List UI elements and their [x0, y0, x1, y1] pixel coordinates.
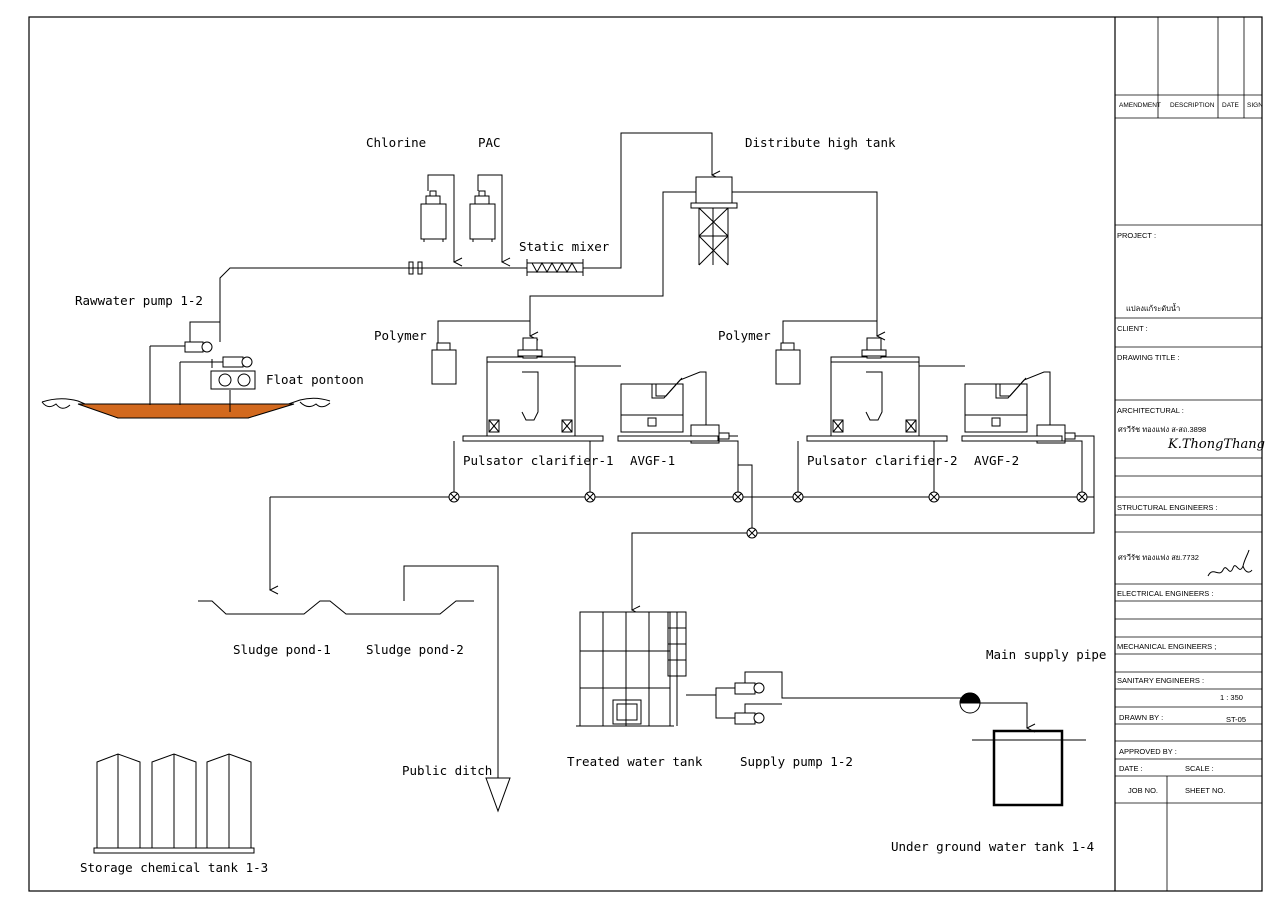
pulsator-clarifier-2-label: Pulsator clarifier-2 — [807, 453, 958, 468]
chlorine-label: Chlorine — [366, 135, 427, 150]
scale-label: SCALE : — [1185, 764, 1214, 773]
approved-by-label: APPROVED BY : — [1119, 747, 1177, 756]
drawing-title-label: DRAWING TITLE : — [1117, 353, 1180, 362]
avgf-2 — [961, 371, 1076, 444]
raw-water-pipe — [219, 261, 527, 342]
rawwater-pump-2 — [180, 356, 253, 368]
polymer-tank-2 — [775, 320, 877, 385]
job-no-label: JOB NO. — [1128, 786, 1159, 795]
sludge-ponds — [198, 565, 499, 778]
mechanical-label: MECHANICAL ENGINEERS ; — [1117, 642, 1217, 651]
rawwater-pump-1 — [150, 321, 220, 353]
date-header: DATE — [1222, 102, 1239, 109]
drain-header — [270, 435, 1095, 590]
client-label: CLIENT : — [1117, 324, 1148, 333]
rawwater-pump-label: Rawwater pump 1-2 — [75, 293, 203, 308]
main-supply-pipe-label: Main supply pipe — [986, 647, 1107, 662]
supply-pump-label: Supply pump 1-2 — [740, 754, 853, 769]
electrical-label: ELECTRICAL ENGINEERS : — [1117, 589, 1214, 598]
pulsator-clarifier-1-label: Pulsator clarifier-1 — [463, 453, 614, 468]
architect-signature: K.ThongThang — [1168, 437, 1265, 452]
pac-tank — [469, 174, 502, 262]
project-label: PROJECT : — [1117, 231, 1157, 240]
raw-water-pond — [41, 346, 331, 419]
sludge-pond-1-label: Sludge pond-1 — [233, 642, 331, 657]
architect-name: ศรวีรัช ทองแฟง ส-สถ.3898 — [1118, 425, 1207, 434]
pulsator-clarifier-1 — [462, 337, 621, 442]
description-header: DESCRIPTION — [1170, 102, 1215, 109]
sign-header: SIGN — [1247, 102, 1263, 109]
sheet-no-label: SHEET NO. — [1185, 786, 1226, 795]
structural-name: ศรวีรัช ทองแฟง สย.7732 — [1118, 553, 1199, 562]
storage-chemical-tanks — [93, 753, 255, 854]
main-supply-pipe — [959, 692, 1027, 728]
date-label: DATE : — [1119, 764, 1143, 773]
polymer-2-label: Polymer — [718, 328, 771, 343]
polymer-tank-1 — [431, 320, 530, 385]
drain-valves — [448, 491, 1088, 503]
distribute-high-tank — [530, 176, 877, 336]
avgf-2-label: AVGF-2 — [974, 453, 1020, 468]
structural-signature — [1207, 549, 1253, 577]
float-pontoon-label: Float pontoon — [266, 372, 364, 387]
structural-label: STRUCTURAL ENGINEERS : — [1117, 503, 1218, 512]
float-pontoon — [210, 370, 256, 390]
pac-label: PAC — [478, 135, 501, 150]
avgf-1 — [617, 371, 730, 444]
supply-pumps — [686, 671, 970, 725]
avgf-1-label: AVGF-1 — [630, 453, 676, 468]
sludge-pond-2-label: Sludge pond-2 — [366, 642, 464, 657]
treated-water-tank — [576, 611, 687, 727]
drawing-number: ST-05 — [1226, 715, 1247, 724]
scale-value: 1 : 350 — [1220, 693, 1243, 702]
drawn-by-label: DRAWN BY : — [1119, 713, 1164, 722]
polymer-1-label: Polymer — [374, 328, 427, 343]
architectural-label: ARCHITECTURAL : — [1117, 406, 1184, 415]
title-block-grid — [1115, 17, 1262, 891]
public-ditch — [485, 777, 511, 813]
static-mixer-label: Static mixer — [519, 239, 610, 254]
underground-water-tank — [972, 729, 1086, 807]
static-mixer — [526, 132, 712, 276]
treated-water-tank-label: Treated water tank — [567, 754, 703, 769]
distribute-high-tank-label: Distribute high tank — [745, 135, 896, 150]
drawing-border — [28, 16, 1263, 892]
project-value: แปลงแก้ระดับน้ำ — [1126, 304, 1181, 313]
chlorine-tank — [420, 174, 454, 262]
sanitary-label: SANITARY ENGINEERS : — [1117, 676, 1205, 685]
amendment-header: AMENDMENT — [1119, 102, 1161, 109]
treated-water-line — [632, 441, 1095, 610]
underground-water-tank-label: Under ground water tank 1-4 — [891, 839, 1095, 854]
pulsator-clarifier-2 — [806, 337, 965, 442]
storage-chemical-tank-label: Storage chemical tank 1-3 — [80, 860, 269, 875]
public-ditch-label: Public ditch — [402, 763, 493, 778]
